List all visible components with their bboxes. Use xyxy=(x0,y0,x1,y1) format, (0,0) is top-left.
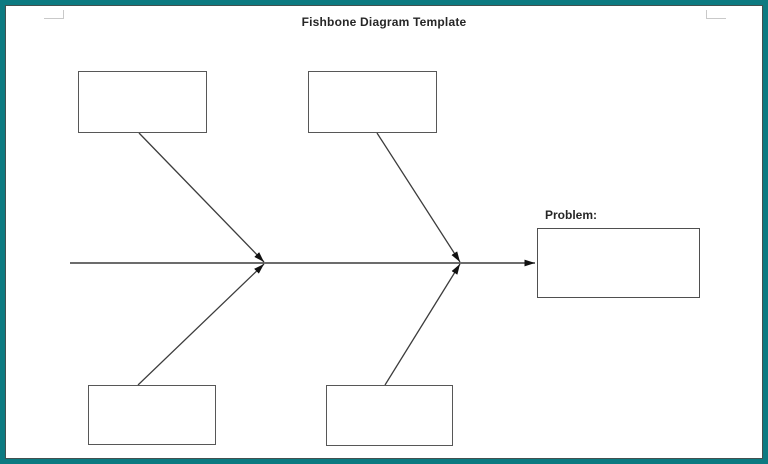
page-title: Fishbone Diagram Template xyxy=(301,15,467,29)
bone-bottom-right xyxy=(384,263,461,386)
bone-bottom-left xyxy=(137,263,265,386)
corner-mark-right-horizontal xyxy=(706,18,726,19)
bone-top-right xyxy=(376,132,461,263)
bone-top-left xyxy=(138,132,265,263)
corner-mark-right-vertical xyxy=(706,10,707,19)
problem-label: Problem: xyxy=(545,208,598,222)
corner-mark-left-horizontal xyxy=(44,18,64,19)
problem-box[interactable] xyxy=(537,228,700,298)
cause-box-bottom-right[interactable] xyxy=(326,385,453,446)
corner-mark-left-vertical xyxy=(63,10,64,19)
cause-box-bottom-left[interactable] xyxy=(88,385,216,445)
cause-box-top-right[interactable] xyxy=(308,71,437,133)
cause-box-top-left[interactable] xyxy=(78,71,207,133)
